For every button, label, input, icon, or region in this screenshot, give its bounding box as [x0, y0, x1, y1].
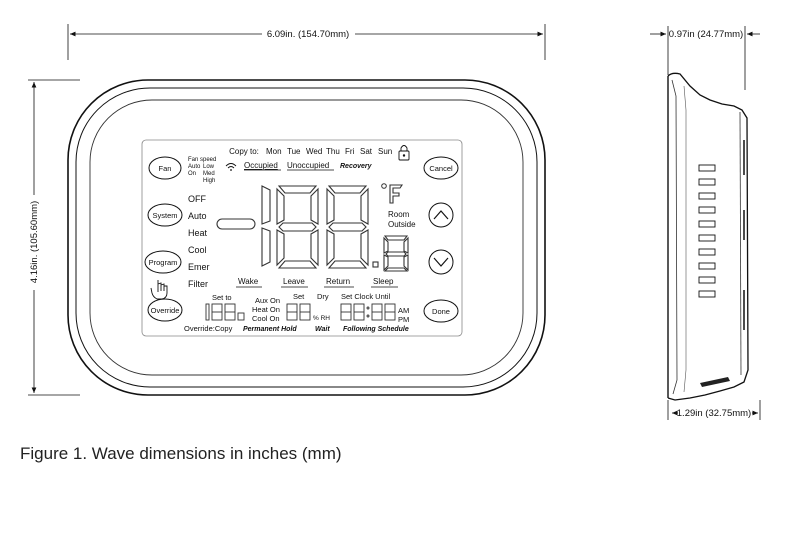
outside-label: Outside — [388, 220, 416, 229]
pm-label: PM — [398, 315, 409, 324]
mode-auto: Auto — [188, 211, 207, 221]
temperature-digits — [216, 185, 409, 272]
set-label: Set — [293, 292, 305, 301]
fan-on-label: On — [188, 171, 196, 177]
cool-on-label: Cool On — [252, 314, 280, 323]
fan-speed-label: Fan speed — [188, 157, 216, 163]
set-to-digits — [205, 303, 245, 321]
chevron-down-icon — [433, 257, 449, 267]
side-depth-bottom-dimension: 1.29in (32.75mm) — [667, 400, 761, 420]
program-button-label: Program — [149, 258, 178, 267]
up-arrow-button[interactable] — [428, 202, 454, 228]
occupancy-row: Occupied Unoccupied Recovery — [244, 161, 373, 171]
down-arrow-button[interactable] — [428, 249, 454, 275]
permanent-hold-label: Permanent Hold — [243, 326, 297, 333]
fan-button-label: Fan — [159, 164, 172, 173]
aux-on-label: Aux On — [255, 296, 280, 305]
heat-on-label: Heat On — [252, 305, 280, 314]
vent-slots — [698, 164, 716, 298]
front-width-dimension: 6.09in. (154.70mm) — [67, 24, 546, 60]
thermostat-front-housing — [67, 79, 546, 396]
done-button-label: Done — [432, 307, 450, 316]
cancel-button[interactable]: Cancel — [423, 156, 459, 180]
depth-top-label: 0.97in (24.77mm) — [669, 29, 743, 40]
done-button[interactable]: Done — [423, 299, 459, 323]
period-wake: Wake — [238, 277, 259, 286]
side-depth-top-dimension: 0.97in (24.77mm) — [650, 26, 760, 90]
clock-digits — [340, 303, 396, 321]
period-return: Return — [326, 277, 350, 286]
hand-pointer-icon — [150, 280, 168, 300]
override-button[interactable]: Override — [147, 298, 183, 322]
width-label: 6.09in. (154.70mm) — [267, 29, 349, 40]
mode-off: OFF — [188, 194, 206, 204]
day-sat: Sat — [360, 147, 373, 156]
height-label: 4.16in. (105.60mm) — [29, 201, 40, 283]
fan-auto-label: Auto — [188, 164, 201, 170]
system-button-label: System — [152, 211, 177, 220]
recovery-label: Recovery — [340, 163, 373, 170]
mode-cool: Cool — [188, 245, 207, 255]
day-mon: Mon — [266, 147, 282, 156]
cancel-button-label: Cancel — [429, 164, 453, 173]
day-thu: Thu — [326, 147, 340, 156]
mode-emer: Emer — [188, 262, 210, 272]
humidity-digits — [286, 303, 311, 321]
lock-icon — [398, 145, 410, 161]
unoccupied-label: Unoccupied — [287, 161, 329, 170]
chevron-up-icon — [433, 210, 449, 220]
degree-unit: °F — [0, 0, 404, 204]
copy-to-label: Copy to: — [229, 147, 259, 156]
fan-low-label: Low — [203, 164, 215, 170]
degree-unit-text: °F — [0, 0, 1, 1]
system-mode-list: OFF Auto Heat Cool Emer Filter — [188, 194, 210, 289]
mode-filter: Filter — [188, 279, 208, 289]
override-copy-label: Override:Copy — [184, 324, 233, 333]
period-leave: Leave — [283, 277, 305, 286]
lcd-status-row: Override:Copy Permanent Hold Wait Follow… — [184, 324, 409, 333]
system-button[interactable]: System — [147, 203, 183, 227]
front-height-dimension: 4.16in. (105.60mm) — [28, 79, 80, 396]
mode-heat: Heat — [188, 228, 208, 238]
fan-speed-block: Fan speed Auto Low On Med High — [188, 157, 216, 184]
depth-bottom-label: 1.29in (32.75mm) — [677, 408, 751, 419]
following-schedule-label: Following Schedule — [343, 326, 409, 333]
wifi-icon — [225, 163, 237, 171]
program-button[interactable]: Program — [144, 250, 182, 274]
set-clock-until-label: Set Clock Until — [341, 292, 391, 301]
room-label: Room — [388, 210, 410, 219]
lcd-bottom-labels: Set to Aux On Heat On Cool On Set Dry % … — [212, 292, 409, 324]
set-to-label: Set to — [212, 293, 232, 302]
occupied-label: Occupied — [244, 161, 278, 170]
day-wed: Wed — [306, 147, 322, 156]
lcd-copy-row: Copy to: Mon Tue Wed Thu Fri Sat Sun — [229, 147, 392, 156]
thermostat-side-profile — [667, 72, 749, 401]
program-period-row: Wake Leave Return Sleep — [236, 277, 398, 288]
figure-caption: Figure 1. Wave dimensions in inches (mm) — [20, 444, 342, 463]
day-sun: Sun — [378, 147, 392, 156]
fan-button[interactable]: Fan — [148, 156, 182, 180]
dry-label: Dry — [317, 292, 329, 301]
period-sleep: Sleep — [373, 277, 394, 286]
wait-label: Wait — [315, 326, 330, 333]
pct-rh-label: % RH — [313, 315, 330, 322]
fan-med-label: Med — [203, 171, 215, 177]
day-tue: Tue — [287, 147, 301, 156]
am-label: AM — [398, 306, 409, 315]
override-button-label: Override — [151, 306, 180, 315]
day-fri: Fri — [345, 147, 355, 156]
fan-high-label: High — [203, 178, 215, 184]
